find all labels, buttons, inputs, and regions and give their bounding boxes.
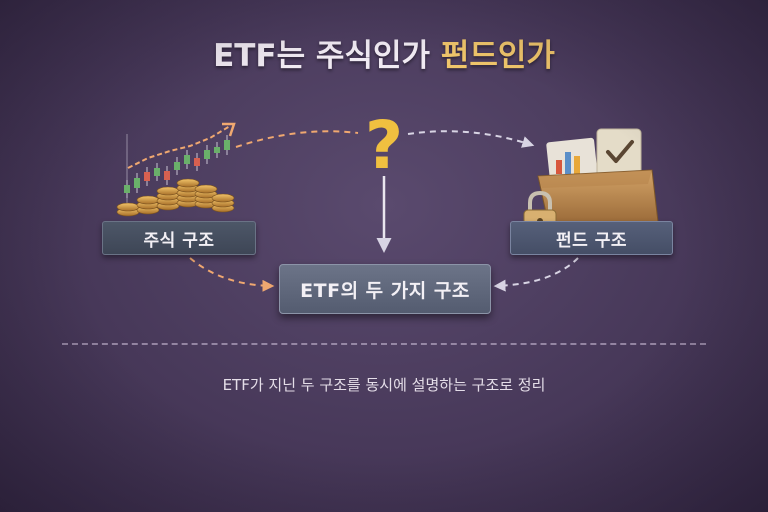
candlestick — [224, 140, 230, 150]
candlestick — [154, 168, 160, 176]
candlestick — [144, 172, 150, 181]
coin — [156, 186, 180, 196]
coin — [136, 195, 160, 205]
stock-structure-node: 주식 구조 — [102, 221, 256, 255]
coin — [211, 193, 235, 203]
gold-coins-icon — [116, 178, 235, 217]
candlestick — [174, 162, 180, 170]
candlestick — [184, 155, 190, 164]
candlestick — [164, 171, 170, 180]
coin — [194, 184, 218, 194]
candlestick — [134, 178, 140, 188]
divider — [62, 343, 706, 345]
fund-structure-node: 펀드 구조 — [510, 221, 673, 255]
title-accent: 펀드인가 — [440, 38, 555, 74]
candlestick — [204, 150, 210, 159]
arrow-question-to-fund — [407, 130, 535, 148]
coin — [176, 178, 200, 188]
title-main: ETF는 주식인가 — [213, 38, 430, 74]
candlestick — [214, 147, 220, 153]
checkmark-icon — [606, 140, 634, 163]
arrow-fund-to-center — [493, 257, 579, 292]
etf-structure-node: ETF의 두 가지 구조 — [279, 264, 491, 314]
question-mark-icon: ? — [365, 107, 403, 184]
folder-icon — [537, 128, 659, 223]
arrow-stock-to-question — [235, 130, 359, 148]
arrow-stock-to-center — [189, 257, 275, 292]
page-title: ETF는 주식인가 펀드인가 — [0, 30, 768, 75]
bar-chart-icon — [556, 152, 580, 174]
candlestick — [194, 158, 200, 166]
coin — [116, 202, 140, 212]
caption: ETF가 지닌 두 구조를 동시에 설명하는 구조로 정리 — [222, 376, 546, 394]
candlestick-chart-icon — [124, 122, 236, 205]
candlestick — [124, 185, 130, 193]
